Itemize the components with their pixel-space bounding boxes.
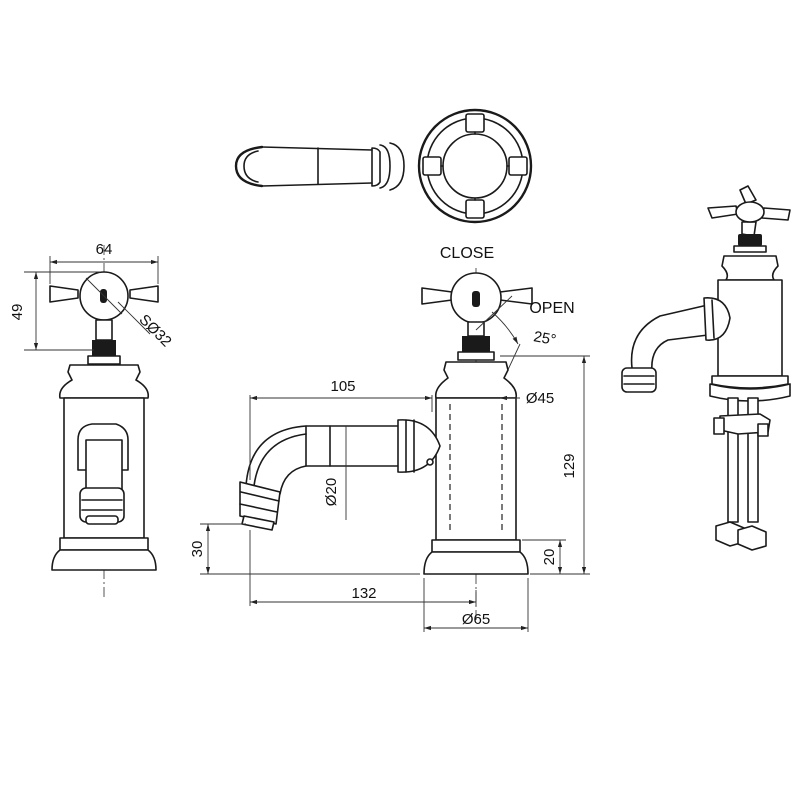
front-spout-body bbox=[245, 425, 401, 495]
persp-nut-right bbox=[737, 525, 767, 551]
dim-leader-s32 bbox=[117, 301, 151, 335]
persp-spout-outlet bbox=[621, 367, 657, 393]
top-spout-lower-edge bbox=[261, 182, 373, 187]
left-stem-knurl bbox=[92, 340, 116, 356]
left-side-view bbox=[24, 245, 159, 600]
front-handle-indicator bbox=[472, 291, 480, 307]
dim-spout-diameter: Ø20 bbox=[323, 478, 340, 506]
left-stem bbox=[95, 319, 113, 341]
persp-body bbox=[717, 279, 783, 377]
label-close: CLOSE bbox=[440, 245, 494, 262]
left-base bbox=[51, 549, 157, 571]
top-spout-upper-edge bbox=[261, 146, 373, 151]
left-stem-collar bbox=[87, 355, 121, 365]
label-angle: 25° bbox=[532, 328, 557, 349]
dim-base-diameter: Ø65 bbox=[462, 611, 490, 628]
top-body-outer bbox=[417, 108, 533, 224]
left-base-ring bbox=[59, 537, 149, 551]
left-handle-arm-right bbox=[129, 285, 159, 303]
top-collar-ring-2 bbox=[389, 142, 405, 191]
left-spout-aerator bbox=[85, 515, 119, 525]
dim-spout-height: 30 bbox=[189, 541, 206, 558]
top-collar-ring bbox=[379, 144, 391, 189]
top-spout-cap bbox=[234, 145, 264, 188]
persp-rod-left bbox=[727, 397, 739, 523]
dim-handle-width: 64 bbox=[96, 241, 113, 258]
left-handle-hub-diameter bbox=[85, 277, 123, 315]
front-spout-collar bbox=[397, 419, 441, 473]
front-spout-inner-curve bbox=[253, 433, 307, 487]
dim-total-height: 129 bbox=[561, 453, 578, 478]
persp-rod-right bbox=[747, 397, 759, 523]
dim-height-left: 49 bbox=[9, 304, 26, 321]
front-base bbox=[423, 551, 529, 575]
left-body-top bbox=[58, 364, 150, 399]
label-open: OPEN bbox=[529, 300, 574, 317]
dim-base-height: 20 bbox=[541, 549, 558, 566]
left-handle-arm-left bbox=[49, 285, 79, 303]
top-cross-handle bbox=[422, 113, 528, 219]
front-handle-arm-right bbox=[499, 287, 533, 305]
persp-spout-collar bbox=[703, 297, 731, 341]
dim-body-diameter: Ø45 bbox=[526, 390, 554, 407]
persp-spout bbox=[630, 303, 717, 373]
persp-stem-knurl bbox=[738, 234, 762, 246]
perspective-view bbox=[621, 185, 791, 551]
dim-overall-length: 132 bbox=[351, 585, 376, 602]
angle-arc bbox=[491, 311, 519, 345]
front-base-ring bbox=[431, 539, 521, 553]
persp-handle-arm-front bbox=[741, 221, 757, 237]
front-stem-knurl bbox=[462, 336, 490, 352]
persp-handle-arm-right bbox=[761, 207, 791, 221]
persp-handle-arm-back bbox=[739, 185, 757, 205]
dim-handle-diameter: SØ32 bbox=[136, 311, 175, 350]
front-spout-aerator bbox=[241, 515, 275, 531]
top-spout-cap-inner bbox=[243, 150, 259, 183]
left-spout-tube bbox=[85, 439, 123, 491]
labels: CLOSE OPEN 25° 64 49 SØ32 105 Ø45 129 Ø2… bbox=[9, 241, 578, 628]
front-body-cylinder bbox=[435, 397, 517, 541]
persp-handle-arm-left bbox=[707, 205, 739, 219]
top-view bbox=[234, 108, 533, 224]
front-body-top bbox=[434, 361, 518, 399]
top-body-inner bbox=[442, 133, 508, 199]
dim-spout-reach: 105 bbox=[330, 378, 355, 395]
persp-body-top bbox=[721, 255, 779, 281]
open-angle-line bbox=[475, 295, 513, 331]
persp-handle-hub bbox=[735, 201, 765, 223]
front-view bbox=[200, 268, 590, 632]
top-collar bbox=[371, 147, 381, 187]
front-handle-arm-left bbox=[421, 287, 453, 305]
